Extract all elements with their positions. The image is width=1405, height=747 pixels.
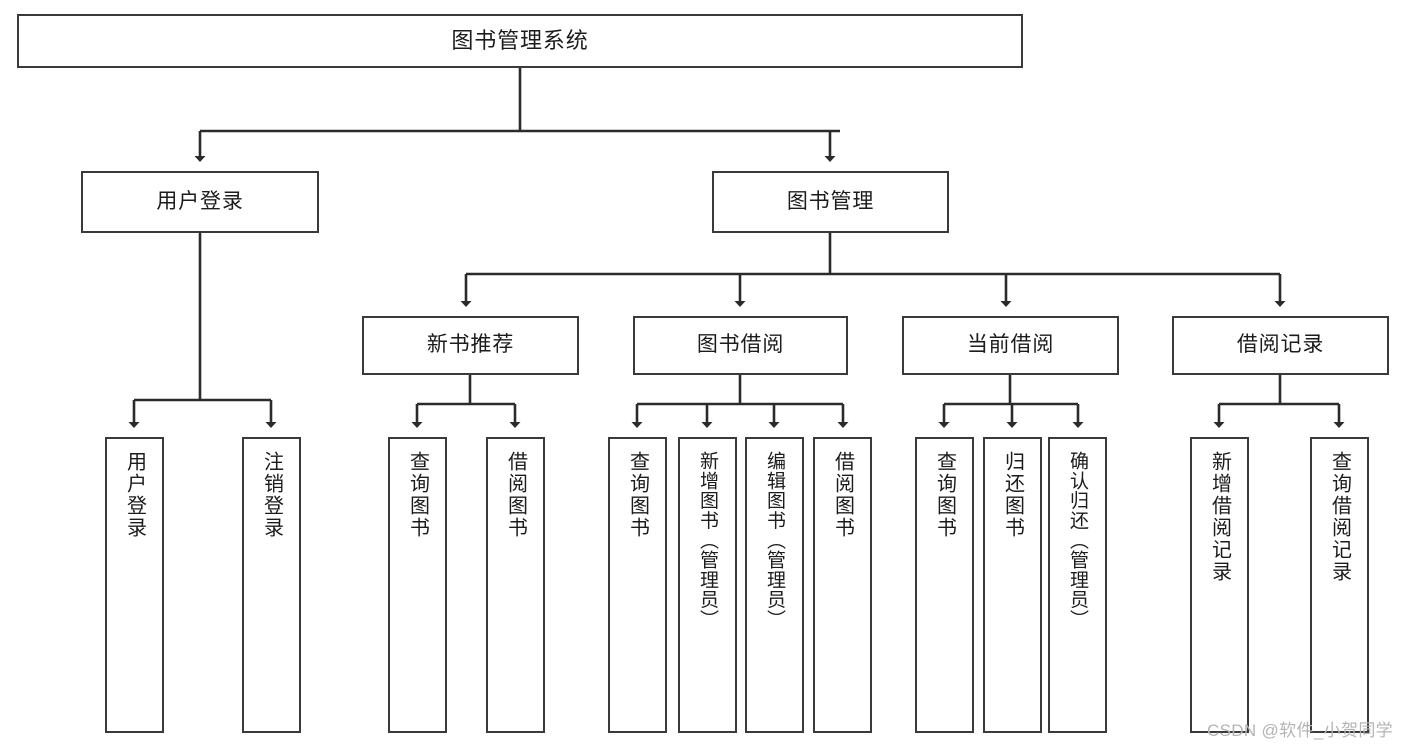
node-leaf-query-book-borrow[interactable]: 查询图书 — [608, 437, 667, 733]
node-label: 查询图书 — [933, 451, 956, 539]
node-leaf-query-book-current[interactable]: 查询图书 — [915, 437, 974, 733]
node-label: 图书借阅 — [696, 333, 785, 357]
node-book-borrow[interactable]: 图书借阅 — [633, 316, 848, 375]
node-leaf-user-logout[interactable]: 注销登录 — [242, 437, 301, 733]
watermark-text: CSDN @软件_小贺同学 — [1206, 721, 1393, 740]
node-root-system[interactable]: 图书管理系统 — [17, 14, 1023, 68]
node-label: 借阅记录 — [1236, 333, 1325, 357]
node-label: 用户登录 — [123, 451, 146, 539]
node-label: 当前借阅 — [966, 333, 1055, 357]
node-label: 归还图书 — [1001, 451, 1024, 539]
node-new-book-recommend[interactable]: 新书推荐 — [362, 316, 579, 375]
node-label: 编辑图书（管理员） — [764, 451, 785, 629]
node-leaf-query-borrow-record[interactable]: 查询借阅记录 — [1310, 437, 1369, 733]
node-label: 借阅图书 — [504, 451, 527, 539]
node-leaf-borrow-book-newbook[interactable]: 借阅图书 — [486, 437, 545, 733]
node-label: 新增图书（管理员） — [697, 451, 718, 629]
node-leaf-borrow-book[interactable]: 借阅图书 — [813, 437, 872, 733]
node-leaf-add-book-admin[interactable]: 新增图书（管理员） — [678, 437, 737, 733]
node-label: 确认归还（管理员） — [1067, 451, 1088, 629]
node-label: 新书推荐 — [426, 333, 515, 357]
node-label: 查询借阅记录 — [1328, 451, 1351, 583]
node-label: 查询图书 — [406, 451, 429, 539]
node-leaf-add-borrow-record[interactable]: 新增借阅记录 — [1190, 437, 1249, 733]
node-current-borrow[interactable]: 当前借阅 — [902, 316, 1119, 375]
node-label: 新增借阅记录 — [1208, 451, 1231, 583]
node-label: 注销登录 — [260, 451, 283, 539]
node-book-manage[interactable]: 图书管理 — [712, 171, 949, 233]
node-label: 用户登录 — [156, 189, 244, 213]
node-borrow-record[interactable]: 借阅记录 — [1172, 316, 1389, 375]
node-label: 借阅图书 — [831, 451, 854, 539]
node-leaf-edit-book-admin[interactable]: 编辑图书（管理员） — [745, 437, 804, 733]
node-leaf-query-book-newbook[interactable]: 查询图书 — [388, 437, 447, 733]
node-leaf-return-book[interactable]: 归还图书 — [983, 437, 1042, 733]
node-leaf-confirm-return-admin[interactable]: 确认归还（管理员） — [1048, 437, 1107, 733]
node-leaf-user-login[interactable]: 用户登录 — [105, 437, 164, 733]
node-label: 查询图书 — [626, 451, 649, 539]
node-label: 图书管理系统 — [451, 28, 589, 54]
node-label: 图书管理 — [786, 189, 875, 213]
node-user-login[interactable]: 用户登录 — [81, 171, 319, 233]
